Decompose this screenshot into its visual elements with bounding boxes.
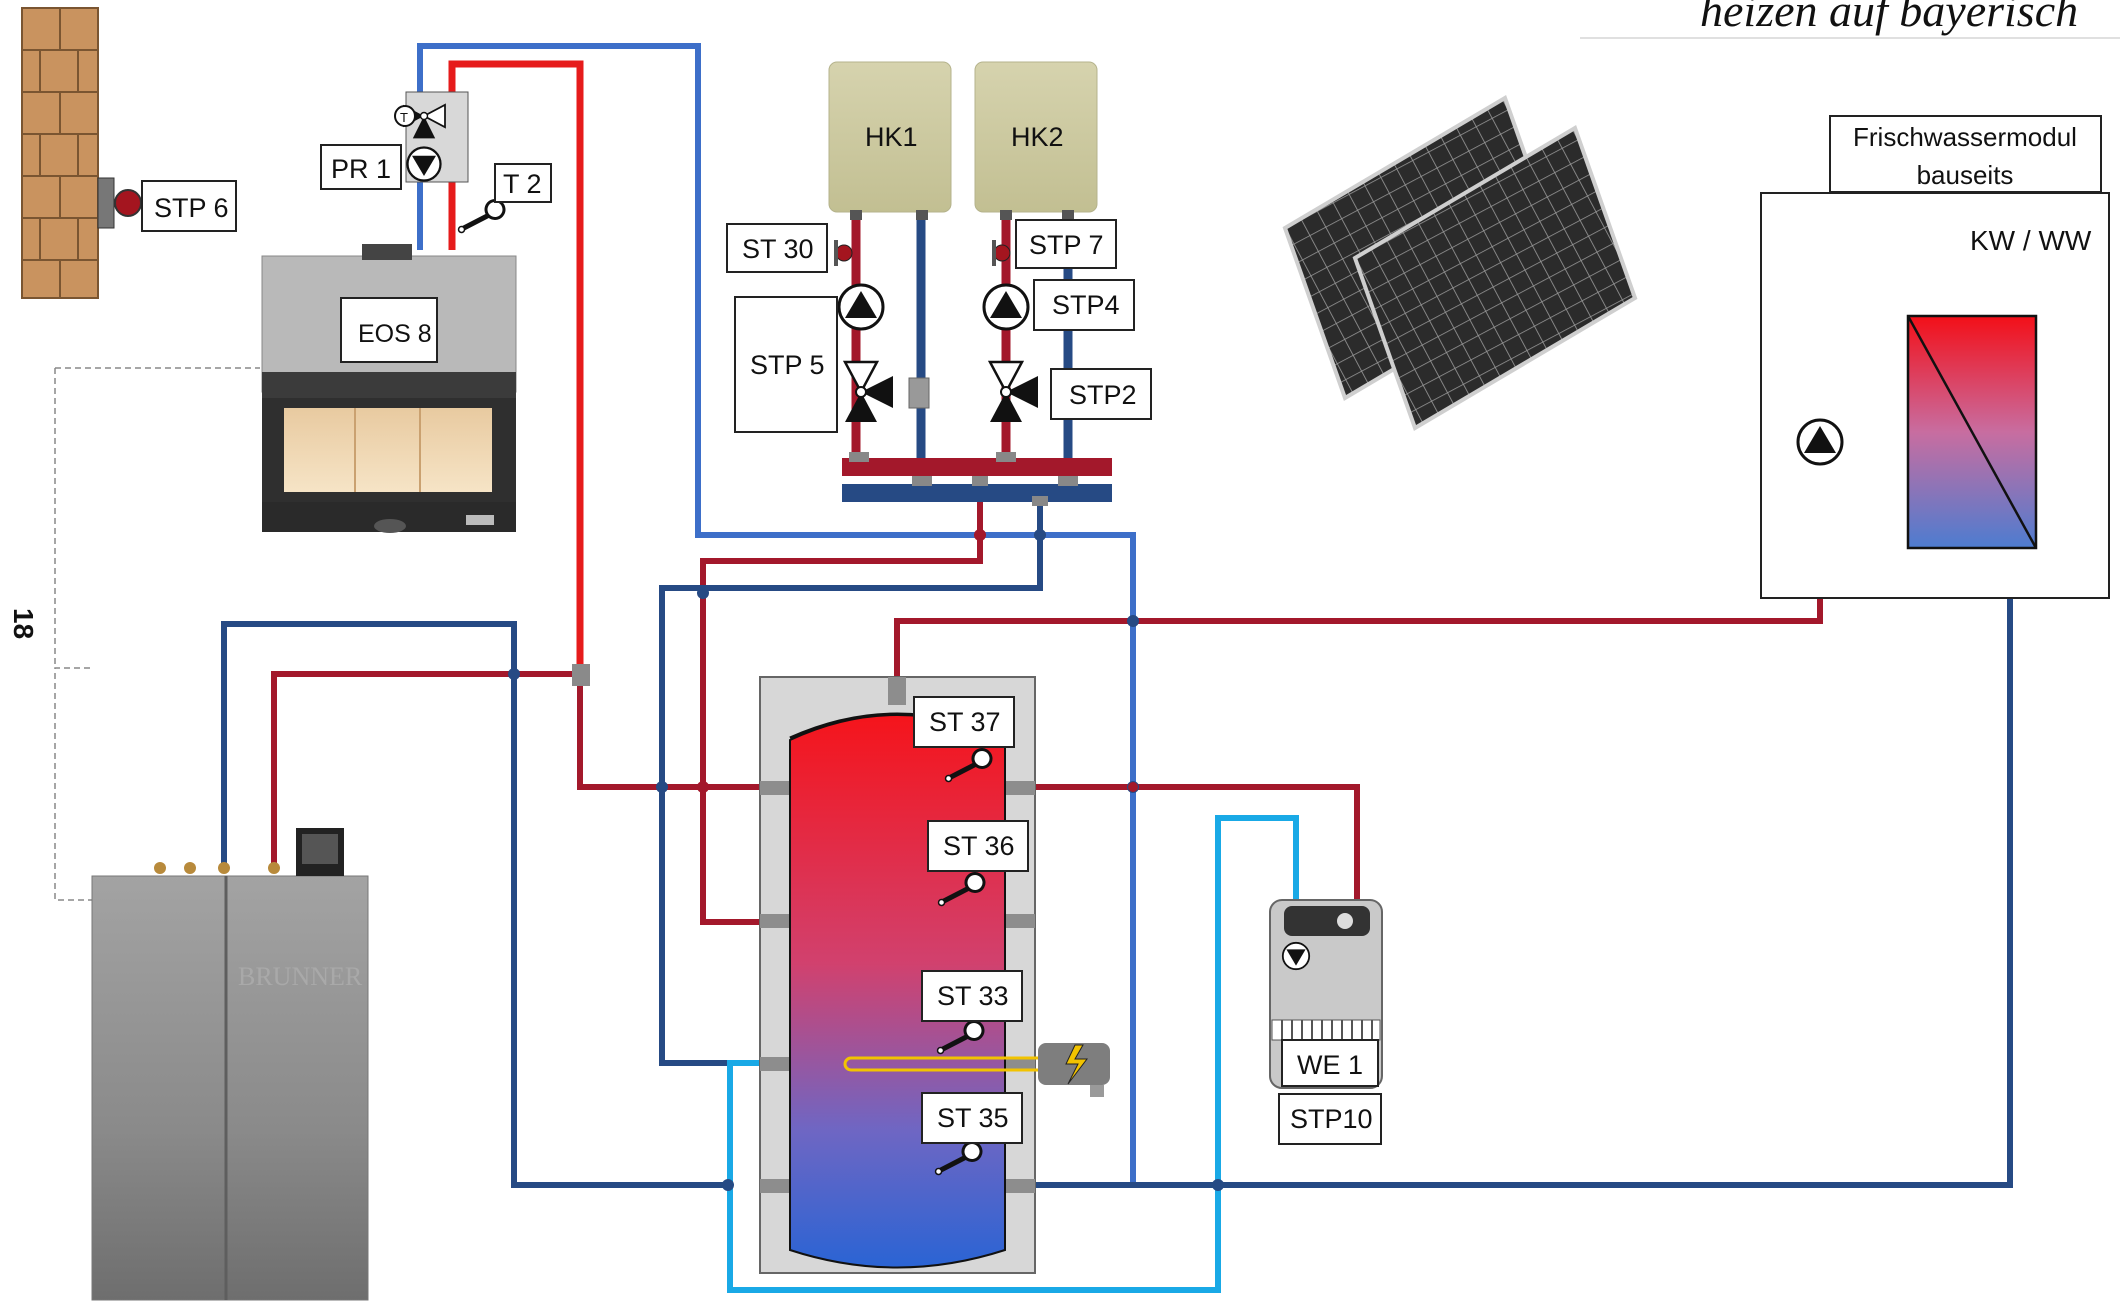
fresh-water-title-line1: Frischwassermodul bbox=[1853, 122, 2077, 152]
we1-box bbox=[1281, 1039, 1379, 1087]
hk1-bypass bbox=[908, 377, 930, 409]
st37-label: ST 37 bbox=[929, 707, 1001, 737]
fresh-water-pump-icon bbox=[1796, 418, 1844, 466]
hk1-label: HK1 bbox=[865, 122, 918, 152]
stp2-box bbox=[1050, 368, 1152, 420]
manifold-outlet-blue bbox=[1032, 496, 1048, 506]
st35-box bbox=[921, 1092, 1023, 1144]
stp5-pump-icon bbox=[837, 283, 885, 331]
stp5-label: STP 5 bbox=[750, 350, 825, 380]
stp5-box bbox=[734, 296, 838, 433]
heat-exchanger-icon bbox=[1906, 314, 2038, 550]
lightning-icon bbox=[1065, 1044, 1089, 1085]
stp7-box bbox=[1015, 219, 1117, 269]
boiler-icon: BRUNNER bbox=[91, 828, 369, 1301]
tee-fitting bbox=[572, 664, 590, 686]
outdoor-sensor-icon bbox=[97, 177, 142, 229]
fireplace-icon bbox=[261, 244, 517, 533]
stp4-box bbox=[1033, 279, 1135, 331]
st30-label: ST 30 bbox=[742, 234, 814, 264]
pr1-box bbox=[320, 144, 402, 190]
fresh-water-title-box bbox=[1829, 115, 2102, 193]
hk1-fitting-return bbox=[912, 476, 932, 486]
side-label-18: 18 bbox=[8, 608, 39, 639]
stp4-pump-icon bbox=[982, 283, 1030, 331]
slogan-text: heizen auf bayerisch bbox=[1700, 0, 2078, 36]
hk2-fitting bbox=[996, 452, 1016, 462]
manifold-outlet-red bbox=[972, 476, 988, 486]
pr1-label: PR 1 bbox=[331, 154, 391, 184]
stp4-label: STP4 bbox=[1052, 290, 1120, 320]
hk1-radiator-icon bbox=[828, 61, 952, 220]
st33-box bbox=[921, 970, 1023, 1022]
control-cable bbox=[54, 667, 92, 901]
solar-panel-icon bbox=[1283, 96, 1637, 430]
eos8-box bbox=[340, 297, 438, 363]
st36-label: ST 36 bbox=[943, 831, 1015, 861]
stp10-label: STP10 bbox=[1290, 1104, 1373, 1134]
hk2-fitting-return bbox=[1058, 476, 1078, 486]
st37-box bbox=[913, 696, 1015, 748]
kw-ww-label: KW / WW bbox=[1970, 225, 2092, 256]
t2-label: T 2 bbox=[503, 169, 542, 199]
st36-box bbox=[927, 820, 1029, 872]
stp7-sensor-icon bbox=[992, 240, 1011, 266]
st35-label: ST 35 bbox=[937, 1103, 1009, 1133]
stp6-box bbox=[141, 180, 237, 232]
stp2-label: STP2 bbox=[1069, 380, 1137, 410]
st30-box bbox=[726, 223, 828, 273]
heating-element-icon bbox=[843, 1043, 1110, 1097]
st33-label: ST 33 bbox=[937, 981, 1009, 1011]
hk2-label: HK2 bbox=[1011, 122, 1064, 152]
hk2-radiator-icon bbox=[974, 61, 1098, 220]
stp10-box bbox=[1278, 1093, 1382, 1145]
t2-box bbox=[494, 163, 552, 203]
boiler-brand: BRUNNER bbox=[238, 962, 363, 991]
stp7-label: STP 7 bbox=[1029, 230, 1104, 260]
brick-wall-icon bbox=[21, 7, 99, 299]
pipe-junctions-red bbox=[697, 529, 1138, 793]
hk1-fitting bbox=[849, 452, 869, 462]
pr1-module-icon: T bbox=[394, 91, 469, 183]
stp6-label: STP 6 bbox=[154, 193, 229, 223]
valve-t-label: T bbox=[400, 110, 408, 125]
fresh-water-title-line2: bauseits bbox=[1917, 160, 2014, 190]
we1-label: WE 1 bbox=[1297, 1050, 1363, 1080]
hk2-mixing-valve-icon bbox=[988, 360, 1040, 424]
st30-sensor-icon bbox=[834, 240, 853, 266]
eos8-label: EOS 8 bbox=[358, 320, 432, 348]
